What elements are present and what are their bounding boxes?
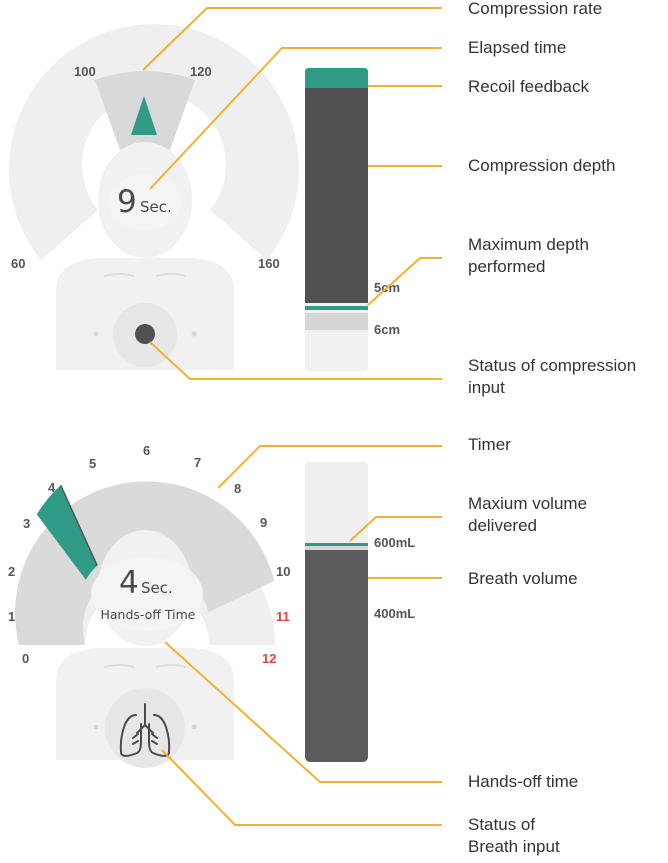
timer-label-9: 9 [260, 515, 267, 530]
compression-rate-gauge [8, 24, 299, 260]
timer-label-8: 8 [234, 481, 241, 496]
ventilation-panel: 4 Sec. Hands-off Time 0 1 2 3 4 5 6 7 8 … [8, 443, 415, 768]
callout-status-breath-input: Status of Breath input [468, 815, 560, 856]
callout-maximum-depth-performed: Maximum depth performed [468, 235, 589, 276]
callout-hands-off-time: Hands-off time [468, 772, 579, 791]
callout-line-compression-rate [142, 7, 442, 71]
volume-label-400ml: 400mL [374, 606, 415, 621]
hands-off-time-unit: Sec. [141, 579, 173, 597]
timer-label-2: 2 [8, 564, 15, 579]
timer-label-3: 3 [23, 516, 30, 531]
compression-depth-bar [305, 68, 368, 371]
elapsed-time-value: 9 [117, 184, 137, 220]
rate-label-60: 60 [11, 256, 25, 271]
callout-maximum-volume-delivered: Maxium volume delivered [468, 494, 588, 535]
timer-label-7: 7 [194, 455, 201, 470]
callout-line-elapsed-time [149, 47, 442, 190]
timer-label-6: 6 [143, 443, 150, 458]
callout-line-maximum-volume [349, 516, 442, 542]
callout-lines [142, 7, 442, 826]
callout-line-maximum-depth [367, 257, 442, 306]
hands-off-timer-current-zone [36, 485, 98, 580]
rate-label-160: 160 [258, 256, 280, 271]
callout-line-breath-input [161, 749, 442, 826]
callout-line-hands-off-time [164, 641, 442, 783]
volume-label-600ml: 600mL [374, 535, 415, 550]
elapsed-time-unit: Sec. [140, 198, 172, 216]
timer-label-11: 11 [276, 609, 290, 624]
timer-label-0: 0 [22, 651, 29, 666]
hands-off-time-caption: Hands-off Time [101, 607, 196, 622]
hands-off-time-value: 4 [119, 565, 139, 601]
rate-label-100: 100 [74, 64, 96, 79]
callout-line-compression-input [149, 341, 442, 380]
compression-input-status-indicator [135, 324, 155, 344]
maximum-depth-marker [305, 306, 368, 310]
callout-line-timer [217, 445, 442, 489]
maximum-volume-marker [305, 543, 368, 546]
depth-label-6cm: 6cm [374, 322, 400, 337]
callout-timer: Timer [468, 435, 511, 454]
timer-label-1: 1 [8, 609, 15, 624]
callout-recoil-feedback: Recoil feedback [468, 77, 589, 96]
lungs-icon [119, 703, 171, 757]
recoil-feedback-indicator [305, 68, 368, 88]
callout-status-compression-input: Status of compression input [468, 356, 637, 397]
callout-elapsed-time: Elapsed time [468, 38, 567, 57]
callout-compression-depth: Compression depth [468, 156, 616, 175]
rate-label-120: 120 [190, 64, 212, 79]
compression-rate-needle [131, 96, 157, 135]
breath-volume-bar [305, 462, 368, 762]
callout-breath-volume: Breath volume [468, 569, 578, 588]
timer-label-5: 5 [89, 456, 96, 471]
callout-compression-rate: Compression rate [468, 0, 603, 18]
timer-label-12: 12 [262, 651, 276, 666]
compression-panel: 9 Sec. 100 120 60 160 5cm 6cm [8, 24, 400, 371]
timer-label-4: 4 [48, 480, 56, 495]
timer-label-10: 10 [276, 564, 290, 579]
